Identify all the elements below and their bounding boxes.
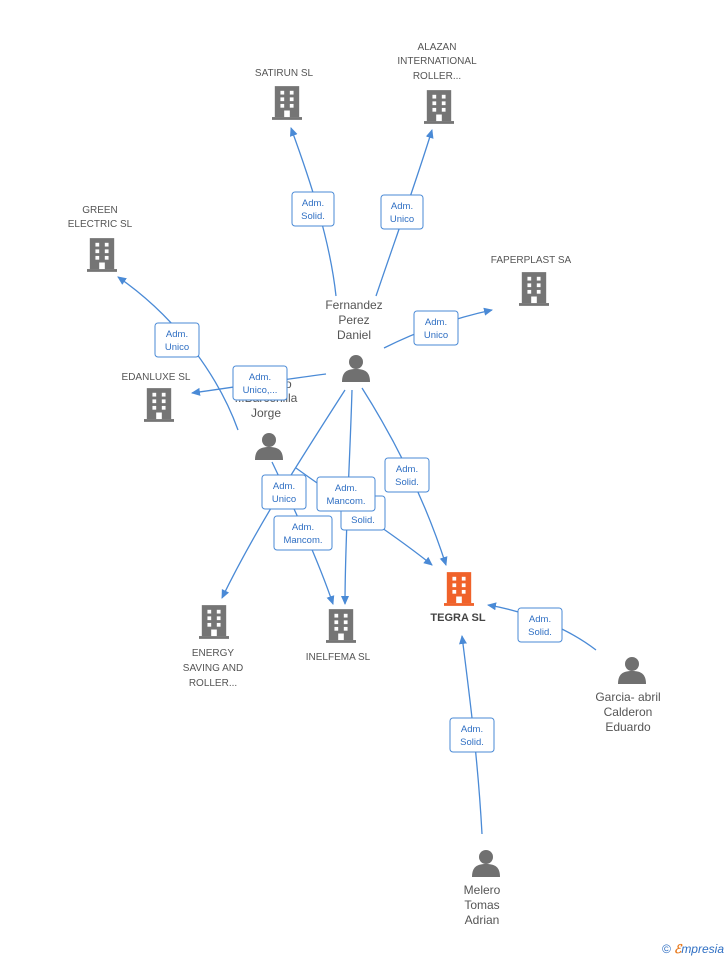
relation-badge[interactable]: Adm. Mancom. [316,476,376,512]
person-node-garcia[interactable]: Garcia- abril Calderon Eduardo [595,657,661,734]
svg-text:Mancom.: Mancom. [326,496,365,507]
building-icon [444,572,474,606]
svg-text:SAVING AND: SAVING AND [183,663,243,674]
company-node-alazan[interactable]: ALAZAN INTERNATIONAL ROLLER... [397,42,477,124]
svg-text:Jorge: Jorge [251,406,281,420]
svg-text:Adm.: Adm. [249,372,271,383]
svg-text:Solid.: Solid. [395,477,419,488]
svg-text:Adm.: Adm. [391,201,413,212]
building-icon [87,238,117,272]
svg-text:SATIRUN SL: SATIRUN SL [255,68,314,79]
empresia-watermark: © ℰmpresia [662,942,724,956]
svg-text:Adm.: Adm. [273,481,295,492]
svg-text:Unico: Unico [165,342,189,353]
svg-text:Adm.: Adm. [302,198,324,209]
svg-text:Adm.: Adm. [425,317,447,328]
svg-text:INTERNATIONAL: INTERNATIONAL [397,56,477,67]
svg-text:Fernandez: Fernandez [325,298,382,312]
person-icon [618,657,646,684]
svg-text:Adm.: Adm. [396,464,418,475]
person-icon [472,850,500,877]
svg-text:Solid.: Solid. [460,737,484,748]
person-icon [255,433,283,460]
relation-badge[interactable]: Adm. Unico [154,322,200,358]
svg-text:Unico: Unico [390,214,414,225]
svg-text:EDANLUXE SL: EDANLUXE SL [122,372,191,383]
svg-text:ROLLER...: ROLLER... [189,678,237,689]
svg-text:Unico,...: Unico,... [243,385,278,396]
svg-text:Garcia- abril: Garcia- abril [595,690,660,704]
svg-text:ROLLER...: ROLLER... [413,71,461,82]
person-node-melero[interactable]: Melero Tomas Adrian [464,850,501,927]
svg-text:ENERGY: ENERGY [192,648,235,659]
relation-badge[interactable]: Adm. Solid. [517,607,563,643]
svg-text:Unico: Unico [272,494,296,505]
company-node-energy-saving[interactable]: ENERGY SAVING AND ROLLER... [183,605,243,689]
empresia-logo-icon: ℰ [674,942,682,956]
svg-text:FAPERPLAST SA: FAPERPLAST SA [491,255,572,266]
relation-badge[interactable]: Adm. Unico,... [232,365,288,401]
svg-text:Tomas: Tomas [464,898,499,912]
svg-text:Daniel: Daniel [337,328,371,342]
company-node-edanluxe[interactable]: EDANLUXE SL [122,372,191,422]
svg-text:Calderon: Calderon [604,705,653,719]
building-icon [519,272,549,306]
svg-text:ALAZAN: ALAZAN [418,42,457,53]
svg-text:Melero: Melero [464,883,501,897]
svg-text:TEGRA SL: TEGRA SL [430,612,485,624]
svg-text:Solid.: Solid. [528,627,552,638]
svg-text:Adm.: Adm. [166,329,188,340]
svg-text:Adm.: Adm. [529,614,551,625]
svg-text:Adm.: Adm. [335,483,357,494]
brand-name: mpresia [681,942,724,956]
svg-text:Adm.: Adm. [292,522,314,533]
svg-text:Eduardo: Eduardo [605,720,651,734]
svg-text:ELECTRIC SL: ELECTRIC SL [68,219,133,230]
relation-badge[interactable]: Adm. Unico [380,194,424,230]
company-node-satirun[interactable]: SATIRUN SL [255,68,314,120]
svg-text:Unico: Unico [424,330,448,341]
company-node-faperplast[interactable]: FAPERPLAST SA [491,255,572,306]
company-node-green-electric[interactable]: GREEN ELECTRIC SL [68,205,133,272]
relation-badge[interactable]: Adm. Solid. [384,457,430,493]
svg-text:Solid.: Solid. [301,211,325,222]
company-node-tegra-focus[interactable]: TEGRA SL [430,572,486,624]
relation-badge[interactable]: Adm. Mancom. [273,515,333,551]
svg-text:INELFEMA SL: INELFEMA SL [306,652,371,663]
person-icon [342,355,370,382]
building-icon [424,90,454,124]
relation-badge[interactable]: Adm. Unico [413,310,459,346]
building-icon [144,388,174,422]
svg-text:Solid.: Solid. [351,515,375,526]
building-icon [272,86,302,120]
copyright-icon: © [661,942,671,956]
svg-text:GREEN: GREEN [82,205,118,216]
svg-text:Adrian: Adrian [465,913,500,927]
relation-badge[interactable]: Adm. Solid. [449,717,495,753]
svg-text:Perez: Perez [338,313,369,327]
relation-badge[interactable]: Adm. Unico [261,474,307,510]
building-icon [199,605,229,639]
company-node-inelfema[interactable]: INELFEMA SL [306,609,371,663]
svg-text:Mancom.: Mancom. [283,535,322,546]
relation-badge[interactable]: Adm. Solid. [291,191,335,227]
person-node-fernandez[interactable]: Fernandez Perez Daniel [325,298,383,382]
svg-text:Adm.: Adm. [461,724,483,735]
building-icon [326,609,356,643]
